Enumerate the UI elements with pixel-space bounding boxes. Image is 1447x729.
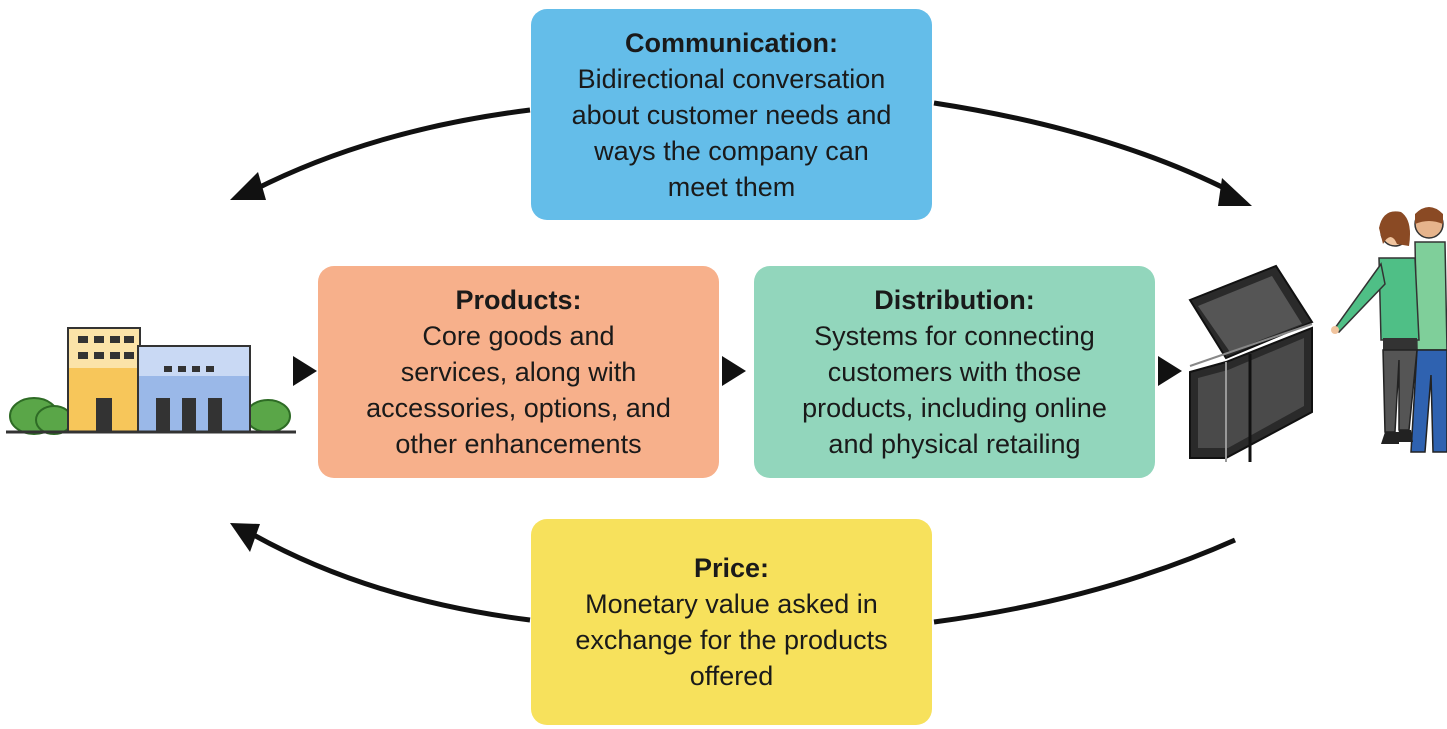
distribution-line: Systems for connecting [814,321,1095,351]
price-line: exchange for the products [575,625,888,655]
communication-line: ways the company can [594,135,869,166]
display-screens-icon [1188,264,1314,462]
price-box: Price: Monetary value asked in exchange … [531,519,932,725]
products-line: Core goods and [422,321,615,351]
products-line: services, along with [400,357,637,387]
distribution-line: products, including online [802,393,1107,423]
communication-line: Bidirectional conversation [577,63,886,94]
products-line: accessories, options, and [366,393,671,423]
arrow-to-products [293,356,317,386]
distribution-box: Distribution: Systems for connecting cus… [754,266,1155,478]
communication-arrow-left [248,107,531,195]
communication-arrowhead-right [1218,178,1252,206]
communication-arrow-right [933,100,1234,195]
communication-line: meet them [667,171,796,202]
distribution-line: and physical retailing [828,429,1081,459]
price-line: offered [689,661,774,691]
products-title: Products: [455,285,582,315]
communication-box: Communication: Bidirectional conversatio… [531,9,932,220]
price-arrow-left [250,531,531,623]
distribution-line: customers with those [827,357,1082,387]
price-title: Price: [693,553,770,583]
arrow-to-distribution [722,356,746,386]
communication-arrowhead-left [230,172,266,200]
shoppers-icon [1331,207,1447,453]
price-line: Monetary value asked in [585,589,878,619]
arrow-to-screens [1158,356,1182,386]
communication-line: about customer needs and [571,99,892,130]
products-box: Products: Core goods and services, along… [318,266,719,478]
price-arrowhead-left [230,523,260,552]
building-icon [6,327,296,435]
distribution-title: Distribution: [874,285,1035,315]
products-line: other enhancements [395,429,642,459]
communication-title: Communication: [625,27,838,58]
price-arrow-right [933,537,1237,625]
